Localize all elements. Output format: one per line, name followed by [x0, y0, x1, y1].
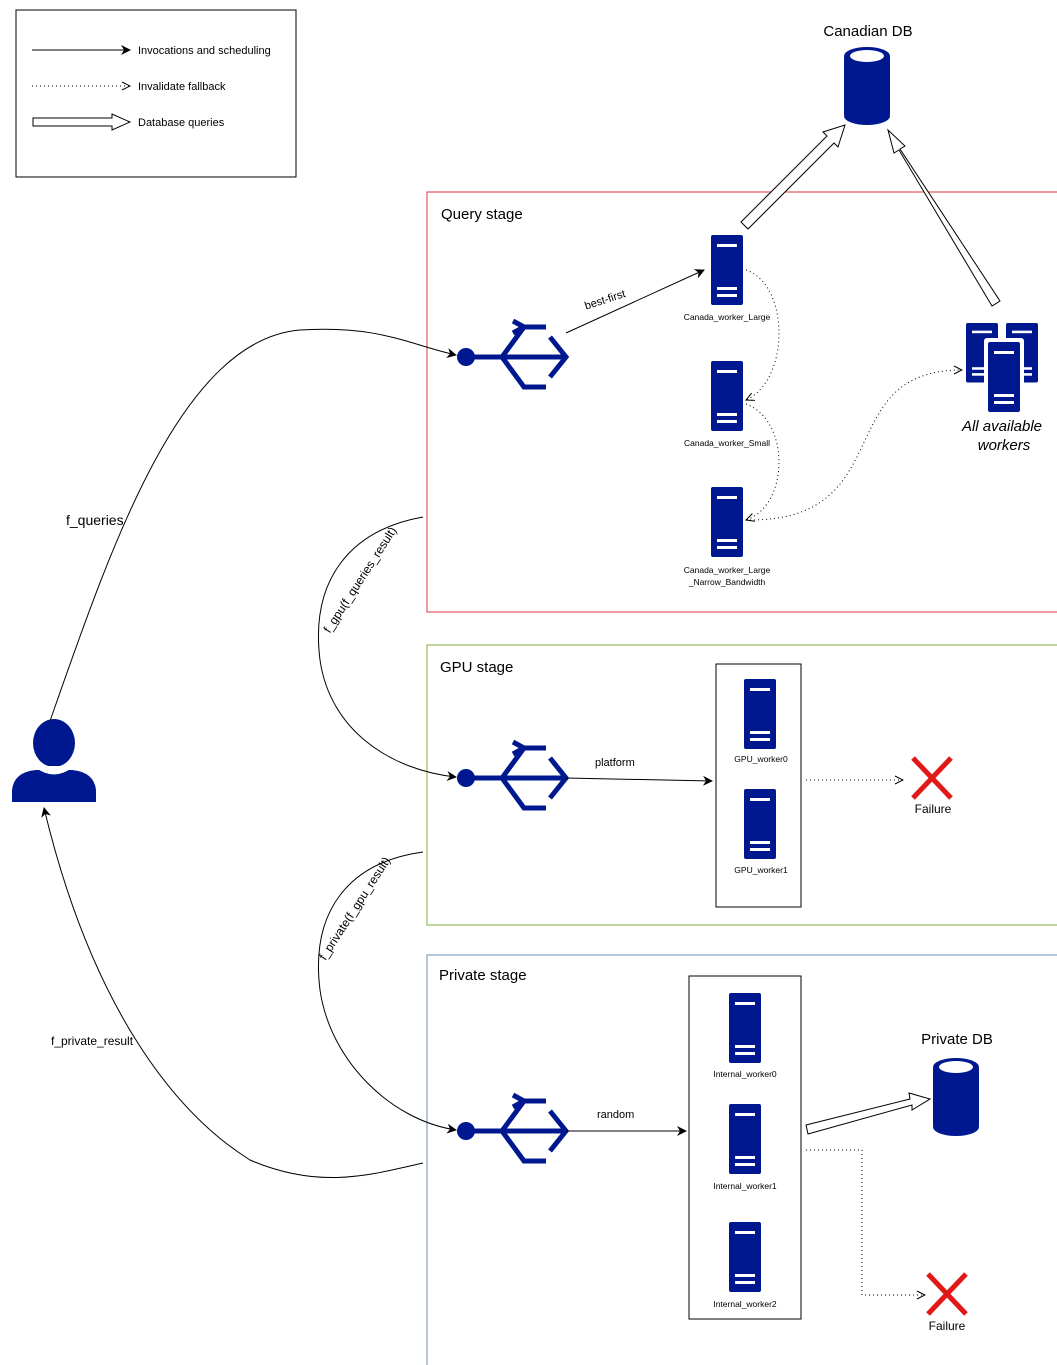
legend-db-queries-label: Database queries: [138, 117, 225, 129]
canada-worker-large-label: Canada_worker_Large: [684, 312, 771, 322]
legend-fallback-label: Invalidate fallback: [138, 81, 226, 93]
query-load-balancer-icon: [457, 321, 566, 387]
gpu-stage-box: [426, 644, 1057, 926]
private-failure-label: Failure: [929, 1319, 966, 1333]
gpu-stage-title: GPU stage: [440, 659, 513, 676]
legend-hollow-arrow: [32, 113, 132, 131]
canada-worker-small-label: Canada_worker_Small: [684, 438, 770, 448]
best-first-label: best-first: [583, 288, 627, 312]
internal-worker2-label: Internal_worker2: [713, 1299, 777, 1309]
canada-worker-large-narrow-icon: [711, 487, 743, 557]
f-private-flow: [318, 851, 457, 1134]
private-load-balancer-icon: [457, 1095, 566, 1161]
private-failure-icon: [928, 1274, 966, 1314]
query-stage-box: [426, 191, 1057, 613]
canada-worker-small-icon: [711, 361, 743, 431]
internal-worker1-label: Internal_worker1: [713, 1181, 777, 1191]
all-workers-label-2: workers: [978, 437, 1031, 454]
private-stage-title: Private stage: [439, 967, 527, 984]
all-workers-label: All available: [961, 418, 1042, 435]
platform-arrow: [565, 775, 713, 786]
gpu-worker1-icon: [744, 789, 776, 859]
canada-worker-large-narrow-label: Canada_worker_Large: [684, 565, 771, 575]
gpu-worker0-icon: [744, 679, 776, 749]
f-gpu-label: f_gpu(f_queries_result): [321, 524, 400, 635]
canadian-db-label: Canadian DB: [823, 23, 912, 40]
private-fallback-arrow: [806, 1149, 925, 1295]
internal-worker-group: [688, 975, 802, 1320]
f-private-label: f_private(f_gpu_result): [316, 854, 393, 962]
internal-worker2-icon: [729, 1222, 761, 1292]
canada-worker-large-icon: [711, 235, 743, 305]
f-private-result-flow: [41, 807, 424, 1179]
gpu-worker1-label: GPU_worker1: [734, 865, 788, 875]
best-first-arrow: [565, 269, 705, 334]
db-query-arrow-all-workers: [887, 128, 1001, 307]
f-queries-flow: [49, 328, 457, 722]
gpu-failure-icon: [913, 758, 951, 798]
internal-worker0-label: Internal_worker0: [713, 1069, 777, 1079]
private-db-icon: [933, 1058, 979, 1136]
db-query-arrow-private: [805, 1092, 932, 1135]
all-workers-icon: [966, 323, 1038, 413]
f-private-result-label: f_private_result: [51, 1034, 134, 1048]
f-gpu-flow: [318, 516, 457, 782]
gpu-worker0-label: GPU_worker0: [734, 754, 788, 764]
legend: Invocations and scheduling Invalidate fa…: [15, 9, 297, 178]
gpu-load-balancer-icon: [457, 742, 566, 808]
db-query-arrow-large: [740, 124, 846, 230]
canada-worker-large-narrow-label-2: _Narrow_Bandwidth: [688, 577, 766, 587]
internal-worker0-icon: [729, 993, 761, 1063]
gpu-failure-label: Failure: [915, 802, 952, 816]
random-label: random: [597, 1109, 634, 1121]
platform-label: platform: [595, 757, 635, 769]
canadian-db-icon: [844, 47, 890, 125]
fallback-small-to-narrow: [746, 403, 780, 520]
gpu-worker-group: [715, 663, 802, 908]
fallback-large-to-small: [746, 269, 780, 400]
fallback-narrow-to-all: [749, 370, 962, 521]
legend-invocations-label: Invocations and scheduling: [138, 45, 271, 57]
private-stage-box: [426, 954, 1057, 1365]
f-queries-label: f_queries: [66, 512, 124, 528]
query-stage-title: Query stage: [441, 206, 523, 223]
user-icon: [12, 719, 96, 802]
private-db-label: Private DB: [921, 1031, 993, 1048]
internal-worker1-icon: [729, 1104, 761, 1174]
